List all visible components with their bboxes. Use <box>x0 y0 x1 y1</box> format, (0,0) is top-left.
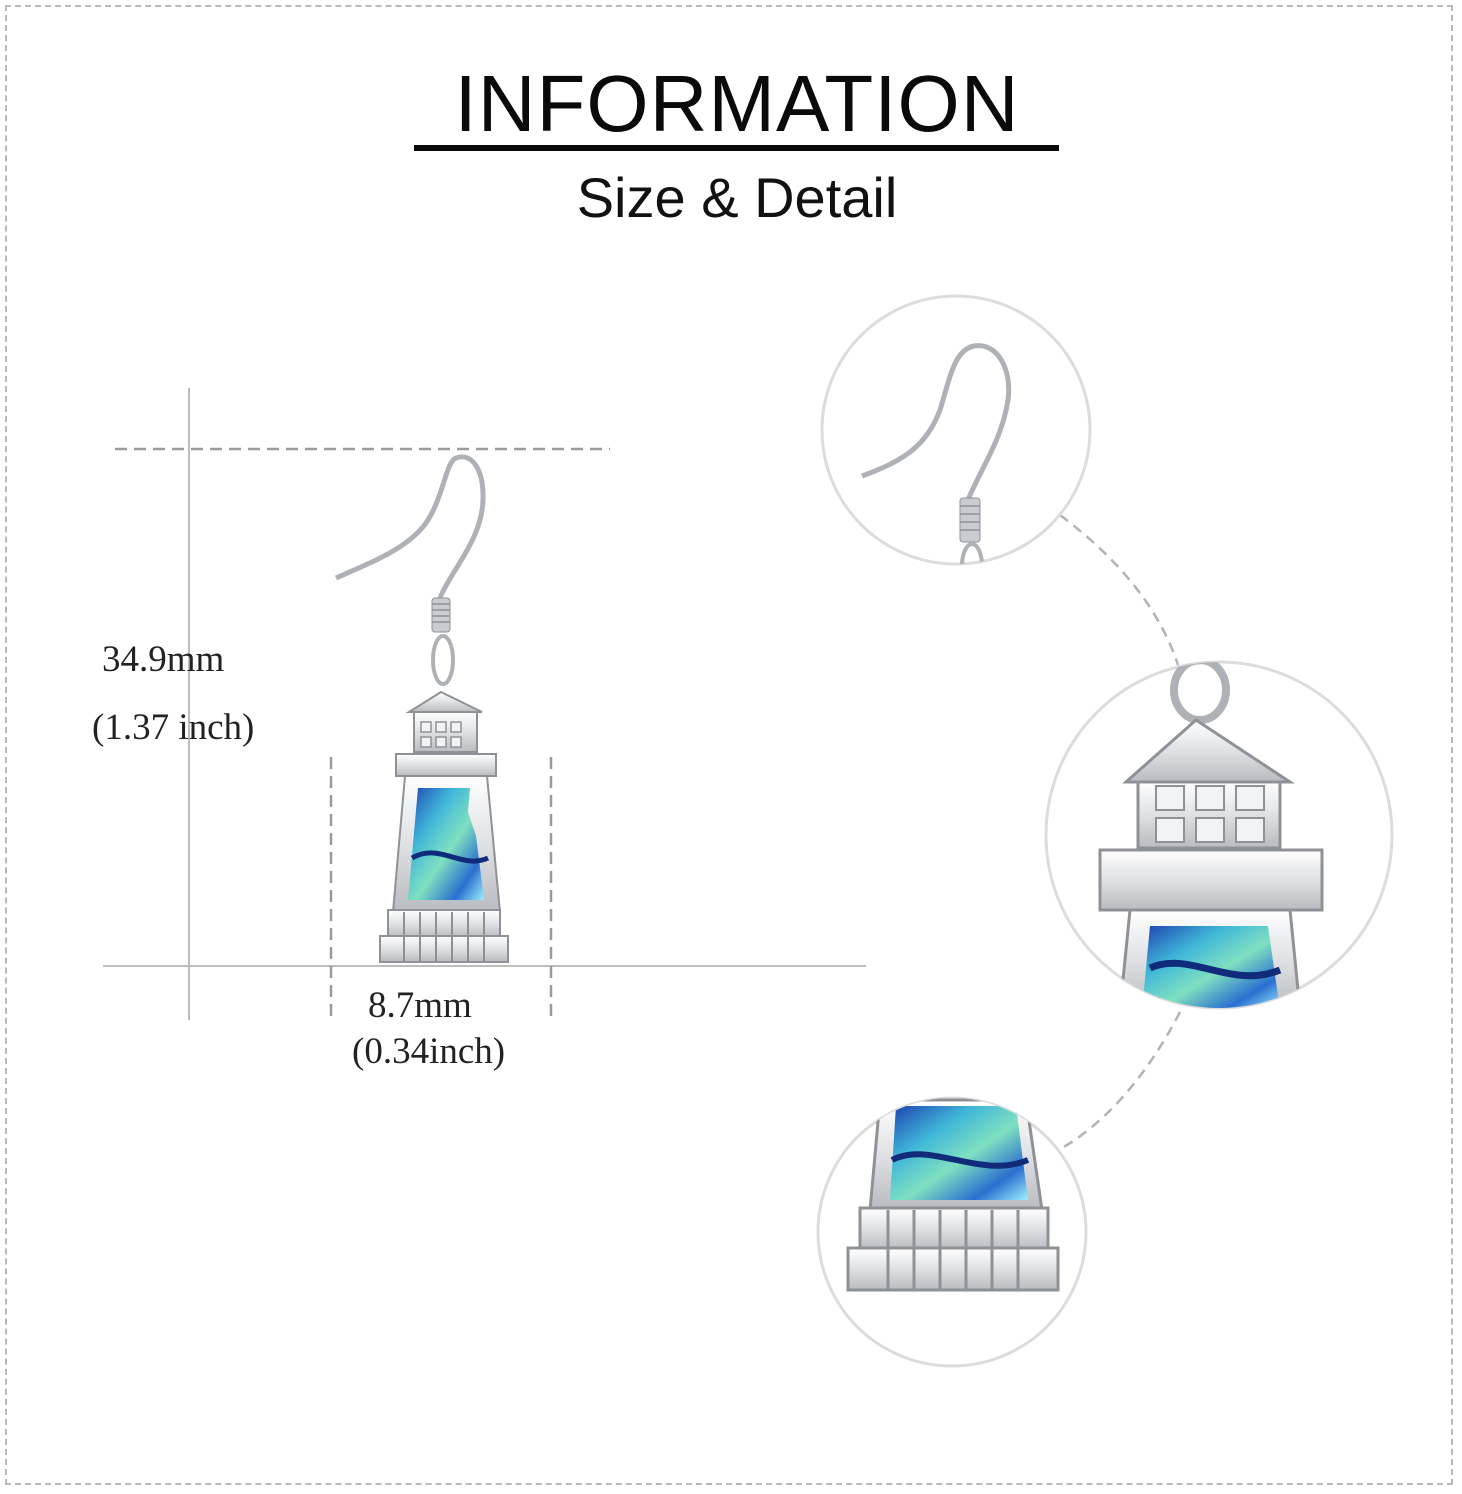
lighthouse-base-detail-circle <box>816 1096 1088 1368</box>
lighthouse-top-detail-circle <box>1044 660 1394 1010</box>
lighthouse-roof <box>405 690 483 713</box>
connector-bottom <box>1061 1011 1182 1150</box>
hook-detail-circle <box>820 294 1092 566</box>
width-mm-label: 8.7mm <box>368 985 472 1026</box>
page-subtitle: Size & Detail <box>576 166 898 229</box>
dashed-frame <box>5 5 1453 1485</box>
title-underline <box>414 145 1059 151</box>
ear-hook <box>334 454 486 599</box>
page-title: INFORMATION <box>454 59 1020 148</box>
jump-ring <box>431 634 455 686</box>
abalone-inlay <box>408 788 484 900</box>
height-mm-label: 34.9mm <box>102 639 225 680</box>
gallery-band <box>395 753 497 777</box>
measurement-guides <box>103 388 866 1020</box>
height-inch-label: (1.37 inch) <box>92 707 255 748</box>
width-inch-label: (0.34inch) <box>352 1031 506 1072</box>
earring-main <box>334 454 509 963</box>
base-upper <box>387 909 501 939</box>
hook-coil <box>431 597 451 633</box>
base-lower <box>379 935 509 963</box>
connector-top <box>1059 514 1180 666</box>
